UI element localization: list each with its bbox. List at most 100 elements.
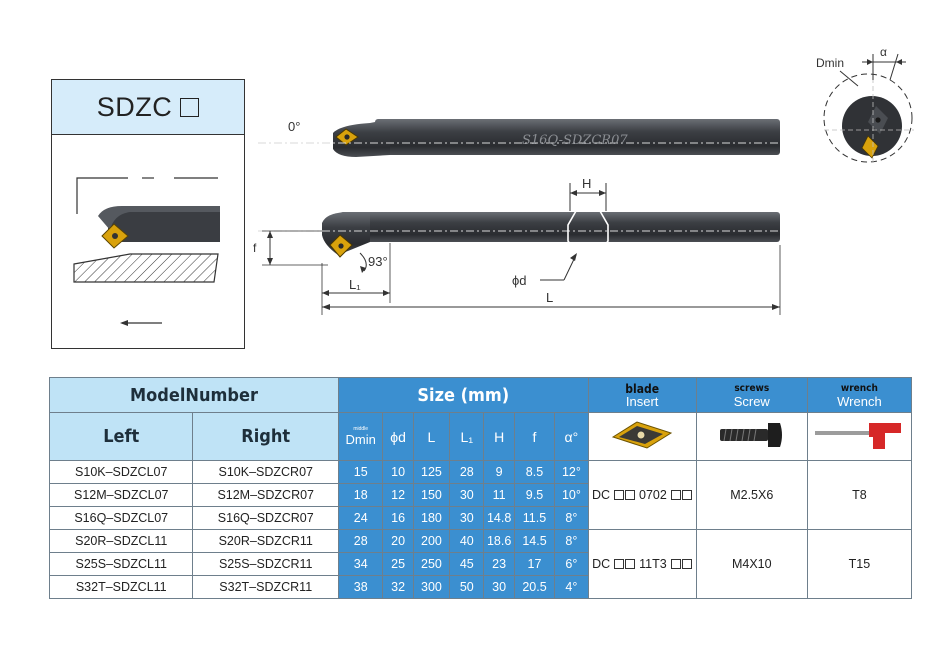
header-model-number: ModelNumber <box>49 377 339 413</box>
alpha-cell: 8° <box>554 529 589 553</box>
spec-table: ModelNumber Size (mm) blade Insert screw… <box>48 377 913 599</box>
tool-top-view: S16Q-SDZCR07 0° <box>258 119 780 157</box>
placeholder-box <box>625 490 636 500</box>
d-cell: 16 <box>382 506 414 530</box>
placeholder-box <box>670 490 681 500</box>
model-box-title: SDZC <box>52 80 244 135</box>
shank-marking: S16Q-SDZCR07 <box>522 133 628 148</box>
l-cell: 250 <box>412 552 451 576</box>
h-cell: 18.6 <box>483 529 515 553</box>
f-cell: 17 <box>513 552 556 576</box>
f-cell: 14.5 <box>513 529 556 553</box>
tool-side-view <box>258 210 780 258</box>
model-left-cell: S25S–SDZCL11 <box>48 552 194 576</box>
f-cell: 8.5 <box>513 460 556 484</box>
dmin-cell: 38 <box>337 575 384 599</box>
dim-f-label: f <box>253 241 257 255</box>
dmin-cell: 18 <box>337 483 384 507</box>
model-right-cell: S16Q–SDZCR07 <box>192 506 339 530</box>
boring-schematic <box>73 177 220 326</box>
model-right-cell: S12M–SDZCR07 <box>192 483 339 507</box>
dim-dmin-label: Dmin <box>816 56 844 70</box>
d-cell: 20 <box>382 529 414 553</box>
placeholder-box <box>614 559 625 569</box>
dmin-cell: 15 <box>337 460 384 484</box>
screw-image <box>695 412 808 461</box>
header-h: H <box>483 412 515 461</box>
header-screw: screws Screw <box>695 377 808 413</box>
insert-label: Insert <box>625 393 659 409</box>
angle-93-label: 93° <box>368 254 388 269</box>
l1-cell: 45 <box>449 552 485 576</box>
blade-label: blade <box>625 381 660 396</box>
placeholder-box <box>614 490 625 500</box>
header-dmin: middle Dmin <box>337 412 384 461</box>
dim-l-label: L <box>546 290 553 305</box>
header-left: Left <box>48 412 194 461</box>
screw-icon <box>719 423 782 447</box>
model-left-cell: S10K–SDZCL07 <box>48 460 194 484</box>
insert-code: 0702 <box>639 488 667 502</box>
insert-prefix: DC <box>591 488 611 502</box>
dmin-cell: 28 <box>337 529 384 553</box>
insert-icon <box>611 421 673 449</box>
placeholder-box <box>681 490 692 500</box>
alpha-cell: 4° <box>554 575 589 599</box>
f-cell: 11.5 <box>513 506 556 530</box>
header-f: f <box>513 412 556 461</box>
workpiece-hatch <box>73 253 219 283</box>
dmin-cell: 24 <box>337 506 384 530</box>
model-right-cell: S25S–SDZCR11 <box>192 552 339 576</box>
l1-cell: 50 <box>449 575 485 599</box>
d-cell: 10 <box>382 460 414 484</box>
wrench-label: Wrench <box>837 393 882 409</box>
bore-line-top <box>76 177 128 214</box>
screw-cell: M4X10 <box>695 529 808 599</box>
h-cell: 9 <box>483 460 515 484</box>
placeholder-box <box>625 559 636 569</box>
header-l1: L₁ <box>449 412 485 461</box>
dmin-cell: 34 <box>337 552 384 576</box>
model-box: SDZC <box>51 79 245 349</box>
model-right-cell: S10K–SDZCR07 <box>192 460 339 484</box>
placeholder-box <box>670 559 681 569</box>
l1-cell: 40 <box>449 529 485 553</box>
screws-label: screws <box>734 382 770 394</box>
dmin-small-label: middle <box>353 426 369 432</box>
h-cell: 11 <box>483 483 515 507</box>
header-l: L <box>412 412 451 461</box>
alpha-cell: 6° <box>554 552 589 576</box>
header-right: Right <box>192 412 339 461</box>
dim-alpha-label: α <box>880 45 887 59</box>
alpha-cell: 12° <box>554 460 589 484</box>
dmin-label: Dmin <box>345 432 376 447</box>
d-cell: 12 <box>382 483 414 507</box>
screw-cell: M2.5X6 <box>695 460 808 530</box>
alpha-cell: 10° <box>554 483 589 507</box>
wrench-icon <box>815 423 902 449</box>
l-cell: 150 <box>412 483 451 507</box>
h-cell: 23 <box>483 552 515 576</box>
l1-cell: 30 <box>449 506 485 530</box>
header-d: ϕd <box>382 412 414 461</box>
d-cell: 25 <box>382 552 414 576</box>
l1-cell: 28 <box>449 460 485 484</box>
d-cell: 32 <box>382 575 414 599</box>
h-cell: 14.8 <box>483 506 515 530</box>
l-cell: 125 <box>412 460 451 484</box>
l-cell: 200 <box>412 529 451 553</box>
wrench-cell: T15 <box>806 529 913 599</box>
f-cell: 9.5 <box>513 483 556 507</box>
insert-prefix: DC <box>592 557 611 571</box>
placeholder-box <box>681 559 692 569</box>
h-cell: 30 <box>483 575 515 599</box>
model-left-cell: S16Q–SDZCL07 <box>48 506 194 530</box>
screw-label: Screw <box>733 393 770 409</box>
l-cell: 180 <box>412 506 451 530</box>
model-left-cell: S32T–SDZCL11 <box>48 575 194 599</box>
insert-code-cell: DC 11T3 <box>587 529 697 599</box>
tool-drawing: S16Q-SDZCR07 0° H f 93° ϕd L₁ L <box>253 119 781 315</box>
